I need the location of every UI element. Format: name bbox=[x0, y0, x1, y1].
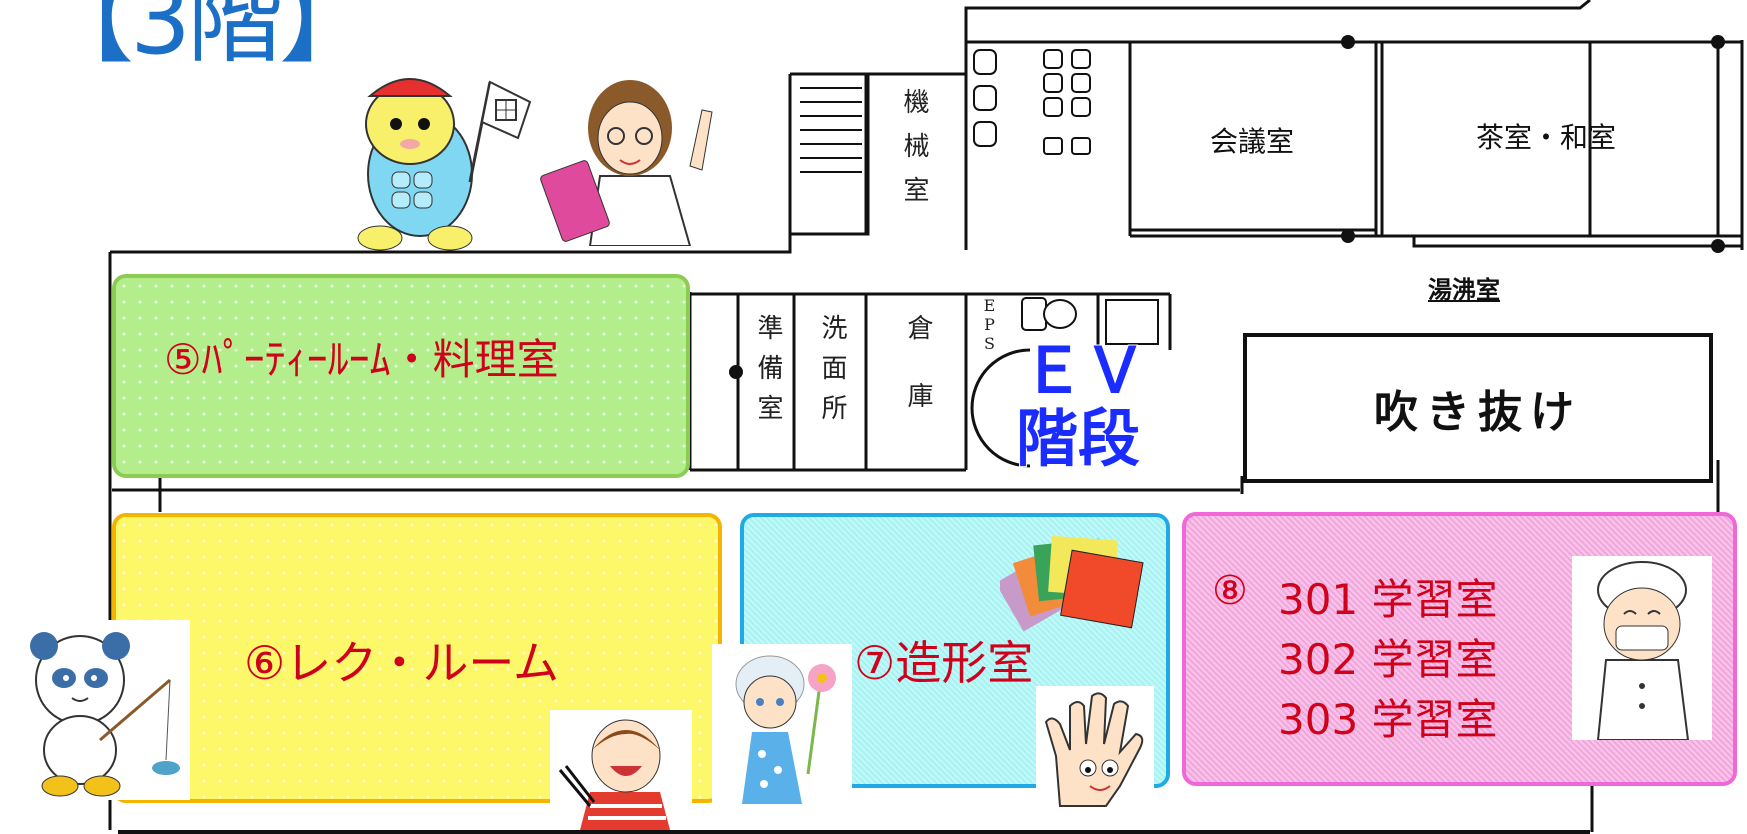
eps-label: EPS bbox=[980, 296, 999, 353]
origami-paper-icon bbox=[1000, 535, 1144, 632]
rec-room-zone[interactable]: ⑥レク・ルーム bbox=[112, 513, 722, 803]
floor-title: 【3階】 bbox=[38, 0, 375, 76]
meeting-room-label: 会議室 bbox=[1210, 125, 1295, 158]
machine-room-label: 機械室 bbox=[899, 88, 929, 220]
cook-mask-icon bbox=[1572, 556, 1712, 740]
study-room-303: 303 学習室 bbox=[1278, 695, 1498, 744]
girl-flower-icon bbox=[712, 644, 852, 804]
stairs-label: 階段 bbox=[1015, 402, 1141, 475]
study-room-302: 302 学習室 bbox=[1278, 635, 1498, 684]
rec-room-label: ⑥レク・ルーム bbox=[244, 636, 559, 690]
scientist-woman-icon bbox=[540, 80, 713, 246]
atrium-box: 吹き抜け bbox=[1243, 333, 1713, 483]
party-room-label: ⑤ﾊﾟｰﾃｨｰﾙｰﾑ・料理室 bbox=[164, 335, 559, 384]
art-room-label: ⑦造形室 bbox=[854, 636, 1034, 690]
smiling-hand-icon bbox=[1036, 686, 1154, 816]
prep-room-label: 準備室 bbox=[753, 314, 783, 434]
panda-fishing-icon bbox=[10, 620, 190, 800]
boy-chopsticks-icon bbox=[550, 710, 692, 830]
storage-label: 倉庫 bbox=[903, 314, 933, 450]
study-room-301: 301 学習室 bbox=[1278, 575, 1498, 624]
kettle-room-label: 湯沸室 bbox=[1428, 276, 1500, 304]
washroom-label: 洗面所 bbox=[817, 314, 847, 434]
ev-label: ＥＶ bbox=[1021, 334, 1147, 407]
tea-room-label: 茶室・和室 bbox=[1476, 121, 1617, 154]
study-room-marker: ⑧ bbox=[1212, 568, 1248, 614]
party-room-zone[interactable]: ⑤ﾊﾟｰﾃｨｰﾙｰﾑ・料理室 bbox=[112, 274, 690, 478]
atrium-label: 吹き抜け bbox=[1374, 387, 1582, 438]
turtle-mascot-icon bbox=[357, 78, 532, 251]
